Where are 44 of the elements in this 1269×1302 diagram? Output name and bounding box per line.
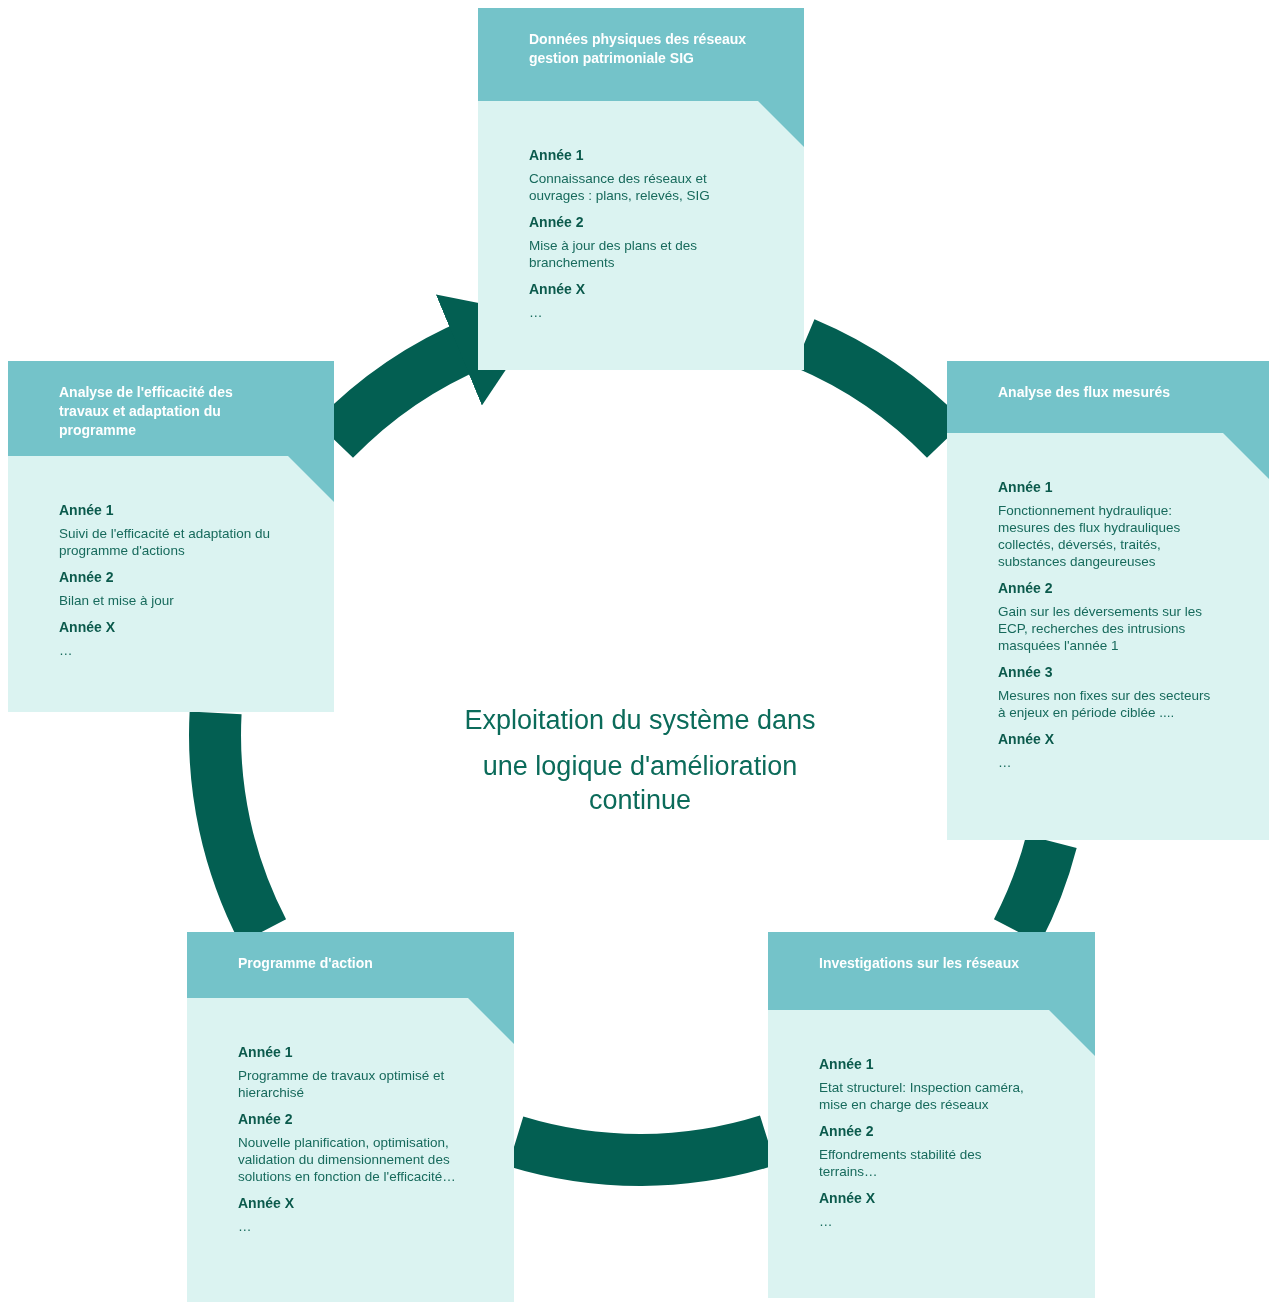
year-heading: Année 2 [529, 213, 585, 232]
step-card [947, 361, 1269, 840]
card-heading: Données physiques des réseaux gestion patrimoniale SIG [529, 30, 748, 68]
step-description: … [529, 304, 544, 321]
step-card [187, 932, 514, 1302]
step-description: Suivi de l'efficacité et adaptation du programme d'actions [59, 525, 271, 559]
year-heading: Année X [529, 280, 586, 299]
year-heading: Année 2 [819, 1122, 875, 1141]
step-description: … [59, 642, 74, 659]
step-description: Effondrements stabilité des terrains… [819, 1146, 983, 1180]
step-description: … [998, 754, 1013, 771]
year-heading: Année X [819, 1189, 876, 1208]
year-heading: Année X [59, 618, 116, 637]
year-heading: Année 2 [238, 1110, 294, 1129]
step-description: Gain sur les déversements sur les ECP, recherches des intrusions masquées l'année 1 [998, 603, 1204, 654]
year-heading: Année 1 [529, 146, 585, 165]
year-heading: Année 3 [998, 663, 1054, 682]
card-heading: Analyse de l'efficacité des travaux et adaptation du programme [59, 383, 234, 440]
step-description: Mesures non fixes sur des secteurs à enjeux en période ciblée .... [998, 687, 1212, 721]
center-title: Exploitation du système dans [464, 704, 816, 737]
step-card [768, 932, 1095, 1298]
card-heading: Programme d'action [238, 954, 374, 973]
card-heading: Analyse des flux mesurés [998, 383, 1171, 402]
step-description: … [819, 1213, 834, 1230]
step-description: Connaissance des réseaux et ouvrages : plans, relevés, SIG [529, 170, 711, 204]
year-heading: Année X [998, 730, 1055, 749]
year-heading: Année 1 [819, 1055, 875, 1074]
year-heading: Année 1 [238, 1043, 294, 1062]
year-heading: Année X [238, 1194, 295, 1213]
step-description: Mise à jour des plans et des branchements [529, 237, 699, 271]
step-description: Programme de travaux optimisé et hierarchisé [238, 1067, 446, 1101]
year-heading: Année 2 [998, 579, 1054, 598]
step-description: Nouvelle planification, optimisation, validation du dimensionnement des solutions en fonction de l'efficacité… [238, 1134, 456, 1185]
year-heading: Année 1 [998, 478, 1054, 497]
card-heading: Investigations sur les réseaux [819, 954, 1020, 973]
step-description: Bilan et mise à jour [59, 592, 175, 609]
year-heading: Année 1 [59, 501, 115, 520]
step-description: Etat structurel: Inspection caméra, mise en charge des réseaux [819, 1079, 1025, 1113]
step-description: … [238, 1218, 253, 1235]
step-card [8, 361, 334, 712]
center-title: une logique d'amélioration continue [481, 750, 799, 817]
year-heading: Année 2 [59, 568, 115, 587]
step-description: Fonctionnement hydraulique: mesures des flux hydrauliques collectés, déversés, traités, substances dangeureuses [998, 502, 1182, 570]
step-card [478, 8, 804, 370]
